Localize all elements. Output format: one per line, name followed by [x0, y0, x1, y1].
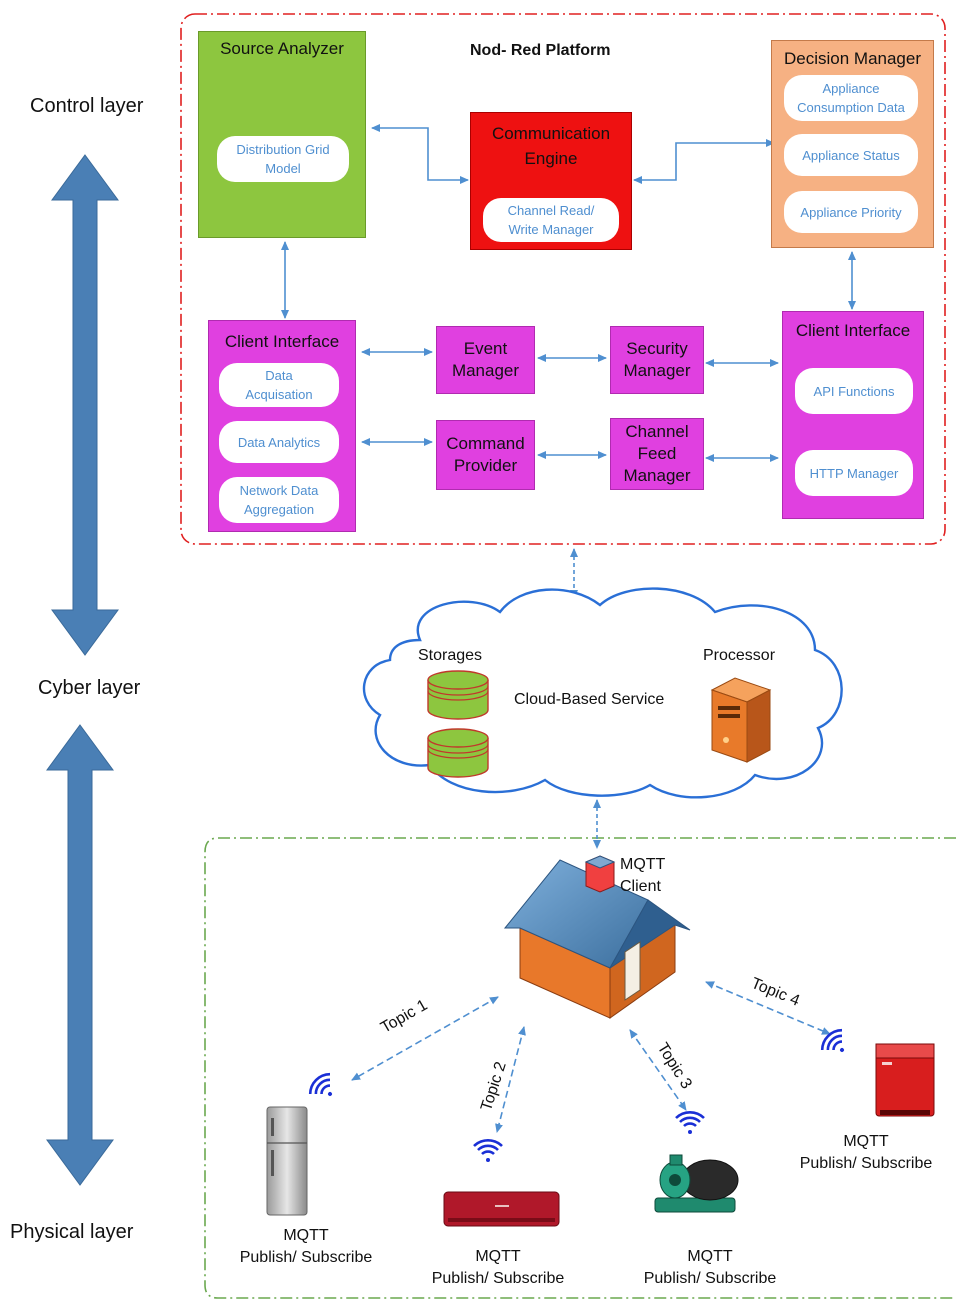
- platform-title: Nod- Red Platform: [470, 42, 611, 59]
- network-data-aggregation: Network Data Aggregation: [219, 477, 339, 523]
- appliance-priority: Appliance Priority: [784, 191, 918, 233]
- storages-label: Storages: [418, 647, 483, 664]
- wifi-icon: [473, 1139, 503, 1162]
- client-interface-left-box: Client Interface Data Acquisation Data A…: [208, 320, 356, 532]
- wifi-icon: [675, 1111, 705, 1134]
- data-acquisation: Data Acquisation: [219, 363, 339, 407]
- channel-feed-manager-box: Channel Feed Manager: [610, 418, 704, 490]
- distribution-grid-model: Distribution Grid Model: [217, 136, 349, 182]
- processor-server-icon: [710, 677, 772, 763]
- client-interface-right-box: Client Interface API Functions HTTP Mana…: [782, 311, 924, 519]
- communication-engine-box: Communication Engine Channel Read/ Write…: [470, 112, 632, 250]
- http-manager: HTTP Manager: [795, 450, 913, 496]
- freezer-mqtt-label: MQTT Publish/ Subscribe: [799, 1133, 933, 1172]
- refrigerator-icon: [266, 1106, 308, 1216]
- platform-border: [180, 13, 946, 545]
- storage-database-icon: [427, 670, 489, 778]
- decision-manager-title: Decision Manager: [783, 49, 921, 68]
- cyber-physical-layer-arrow: [46, 724, 114, 1186]
- event-manager-box: Event Manager: [436, 326, 535, 394]
- api-functions: API Functions: [795, 368, 913, 414]
- communication-engine-title: Communication Engine: [491, 124, 611, 168]
- wifi-icon: [308, 1072, 332, 1096]
- refrigerator-mqtt-label: MQTT Publish/ Subscribe: [239, 1227, 373, 1266]
- client-interface-left-title: Client Interface: [224, 332, 340, 351]
- water-pump-mqtt-label: MQTT Publish/ Subscribe: [643, 1248, 777, 1287]
- security-manager-box: Security Manager: [610, 326, 704, 394]
- processor-label: Processor: [703, 647, 776, 664]
- water-pump-icon: [654, 1154, 739, 1213]
- control-cyber-layer-arrow: [51, 154, 119, 656]
- channel-read-write-manager: Channel Read/ Write Manager: [483, 198, 619, 242]
- mqtt-client-label: MQTT Client: [620, 856, 666, 895]
- air-conditioner-icon: [443, 1191, 560, 1227]
- client-interface-right-title: Client Interface: [795, 321, 911, 340]
- wifi-icon: [820, 1028, 844, 1052]
- cloud-title: Cloud-Based Service: [514, 691, 665, 708]
- decision-manager-box: Decision Manager Appliance Consumption D…: [771, 40, 934, 248]
- cloud-connections: [570, 548, 601, 849]
- cyber-layer-label: Cyber layer: [38, 677, 141, 699]
- air-conditioner-mqtt-label: MQTT Publish/ Subscribe: [431, 1248, 565, 1287]
- platform-connections: [281, 124, 856, 462]
- physical-layer-label: Physical layer: [10, 1221, 134, 1243]
- source-analyzer-title: Source Analyzer: [220, 39, 344, 58]
- appliance-status: Appliance Status: [784, 134, 918, 176]
- freezer-icon: [875, 1043, 935, 1117]
- data-analytics: Data Analytics: [219, 421, 339, 463]
- control-layer-label: Control layer: [30, 95, 144, 117]
- topic-connections: [351, 981, 831, 1133]
- command-provider-box: Command Provider: [436, 420, 535, 490]
- house-mqtt-client-icon: [503, 855, 691, 1019]
- source-analyzer-box: Source Analyzer Distribution Grid Model: [198, 31, 366, 238]
- physical-border: [204, 837, 956, 1299]
- appliance-consumption-data: Appliance Consumption Data: [784, 75, 918, 121]
